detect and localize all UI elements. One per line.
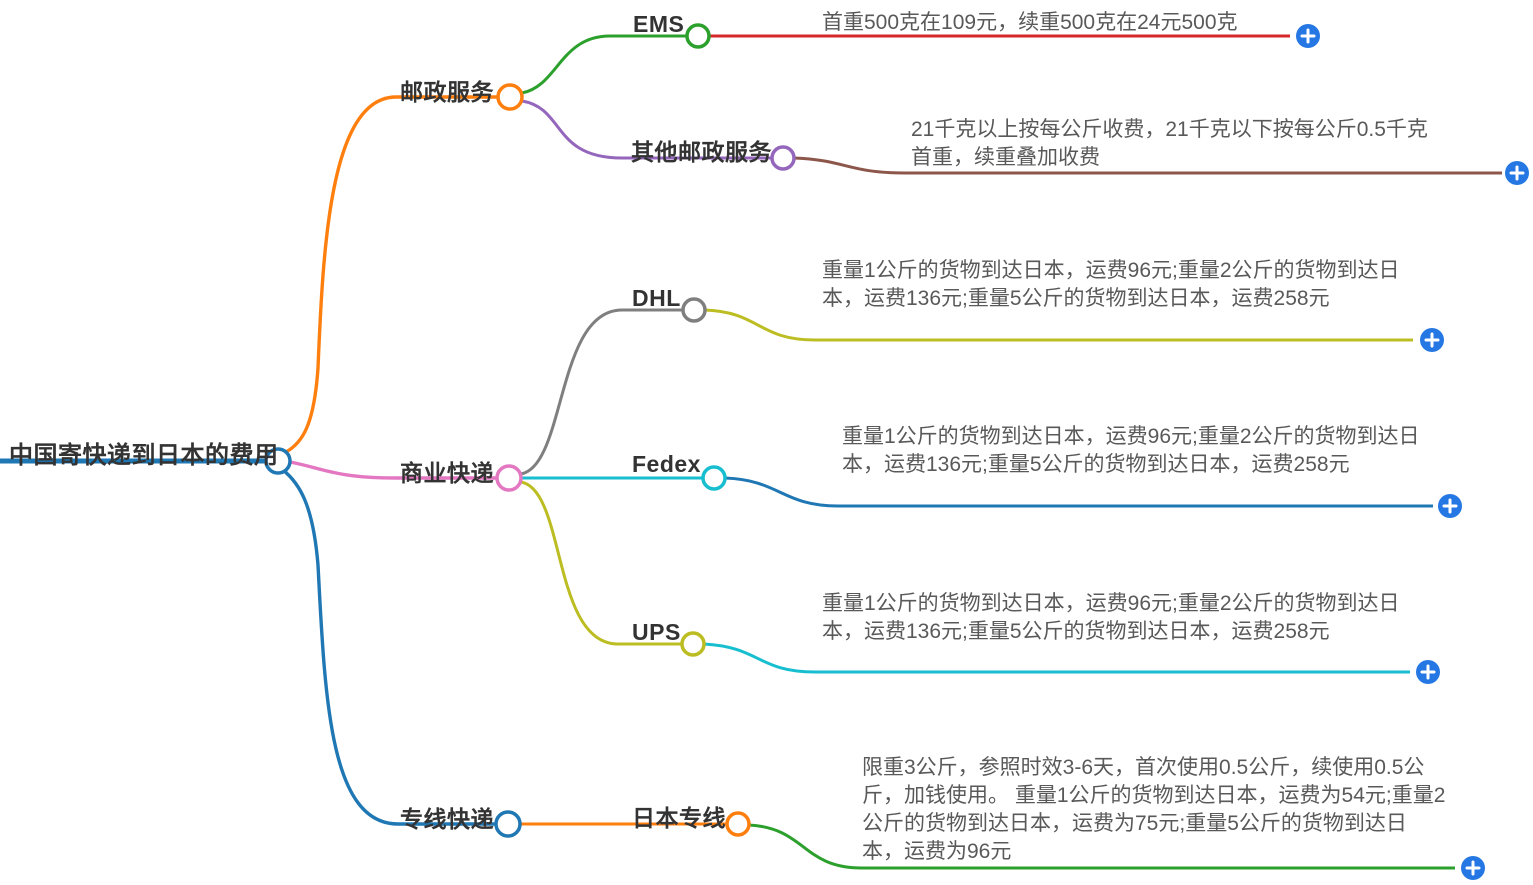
detail-text-japan-line: 限重3公斤，参照时效3-6天，首次使用0.5公斤，续使用0.5公斤，加钱使用。 … — [862, 756, 1446, 863]
edge-fedex-detail — [724, 476, 1433, 508]
child-label-dhl: DHL — [632, 285, 681, 311]
add-button-ems[interactable] — [1296, 24, 1320, 48]
edge-root-dedicated — [281, 468, 496, 826]
branch-label-postal: 邮政服务 — [400, 79, 494, 105]
detail-text-ups: 重量1公斤的货物到达日本，运费96元;重量2公斤的货物到达日本，运费136元;重… — [822, 592, 1400, 643]
detail-text-other-postal: 21千克以上按每公斤收费，21千克以下按每公斤0.5千克首重，续重叠加收费 — [911, 118, 1428, 169]
edge-business-ups — [520, 480, 681, 646]
detail-text-ems: 首重500克在109元，续重500克在24元500克 — [822, 11, 1238, 34]
add-button-dhl[interactable] — [1420, 328, 1444, 352]
plus-icon — [1465, 860, 1481, 876]
edge-business-dhl — [520, 308, 682, 476]
node-circle-japan[interactable] — [725, 811, 751, 837]
detail-text-fedex: 重量1公斤的货物到达日本，运费96元;重量2公斤的货物到达日本，运费136元;重… — [842, 425, 1420, 476]
add-button-other[interactable] — [1505, 161, 1529, 185]
edge-root-postal — [285, 95, 497, 454]
detail-text-dhl: 重量1公斤的货物到达日本，运费96元;重量2公斤的货物到达日本，运费136元;重… — [822, 259, 1400, 310]
edge-other-detail — [793, 156, 1502, 175]
plus-icon — [1300, 28, 1316, 44]
plus-icon — [1424, 332, 1440, 348]
node-circle-postal[interactable] — [496, 83, 524, 111]
plus-icon — [1442, 498, 1458, 514]
edge-ups-detail — [703, 642, 1410, 674]
edge-root-business — [289, 460, 497, 480]
node-circle-dedicated[interactable] — [494, 810, 522, 838]
node-circle-other[interactable] — [770, 145, 796, 171]
node-circle-fedex[interactable] — [701, 465, 727, 491]
child-label-fedex: Fedex — [632, 451, 701, 477]
branch-label-business: 商业快递 — [400, 460, 494, 486]
plus-icon — [1509, 165, 1525, 181]
node-circle-dhl[interactable] — [681, 297, 707, 323]
branch-label-dedicated: 专线快递 — [400, 806, 494, 832]
edge-postal-other — [521, 99, 771, 160]
add-button-ups[interactable] — [1416, 660, 1440, 684]
add-button-japan[interactable] — [1461, 856, 1485, 880]
node-circle-root[interactable] — [264, 447, 292, 475]
child-label-japan-line: 日本专线 — [632, 805, 726, 831]
node-circle-business[interactable] — [495, 464, 523, 492]
edge-dhl-detail — [704, 308, 1413, 342]
root-node-label: 中国寄快递到日本的费用 — [9, 442, 279, 469]
node-circle-ups[interactable] — [680, 631, 706, 657]
child-label-other-postal: 其他邮政服务 — [631, 139, 772, 165]
child-label-ems: EMS — [633, 11, 685, 37]
edge-japan-detail — [748, 823, 1455, 870]
node-circle-ems[interactable] — [685, 23, 711, 49]
child-label-ups: UPS — [632, 619, 681, 645]
add-button-fedex[interactable] — [1438, 494, 1462, 518]
plus-icon — [1420, 664, 1436, 680]
edge-postal-ems — [521, 34, 686, 95]
